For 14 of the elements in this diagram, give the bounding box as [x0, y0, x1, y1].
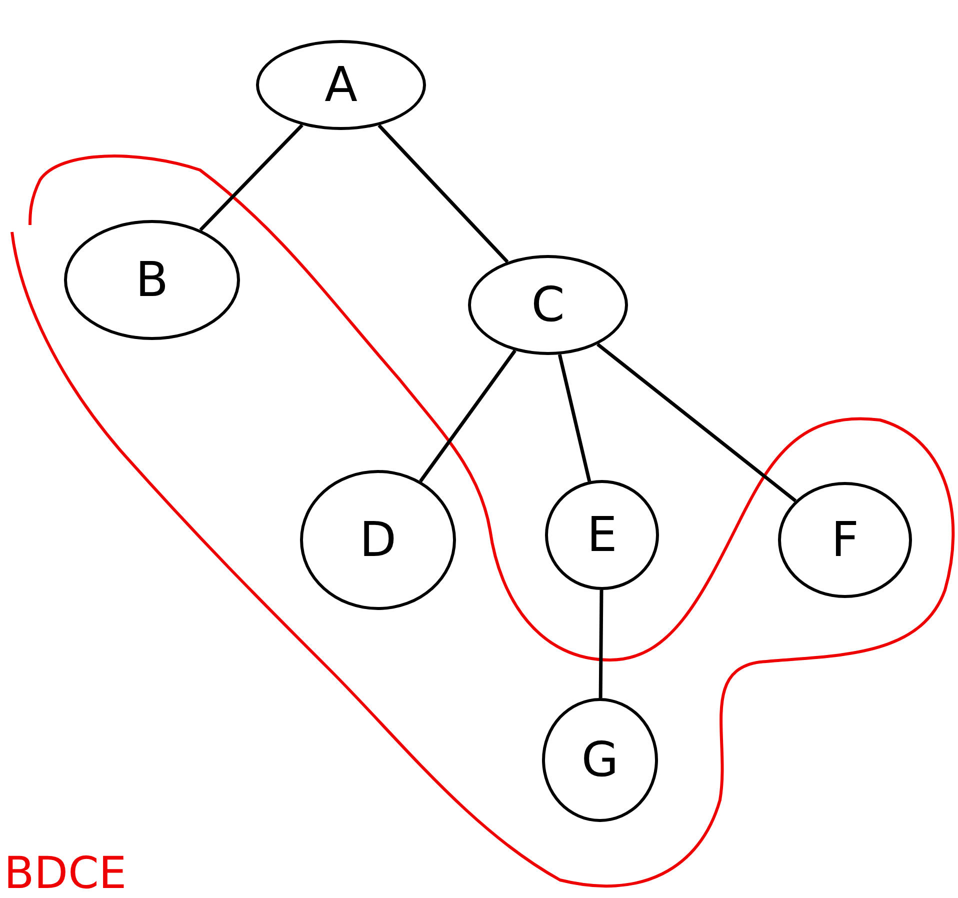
node-label: A [324, 61, 358, 109]
connector-line [378, 124, 509, 264]
node-label: B [136, 256, 168, 304]
note-text: BDCE [4, 852, 127, 896]
connector-line [558, 354, 592, 482]
connector-line [596, 342, 797, 502]
connector-line [419, 350, 516, 482]
node-label: G [581, 736, 619, 784]
connector-line [199, 124, 304, 232]
connector-line [598, 590, 604, 698]
node-label: F [831, 516, 859, 564]
node-label: D [360, 516, 396, 564]
node-label: E [586, 511, 618, 559]
node-label: C [531, 281, 565, 329]
